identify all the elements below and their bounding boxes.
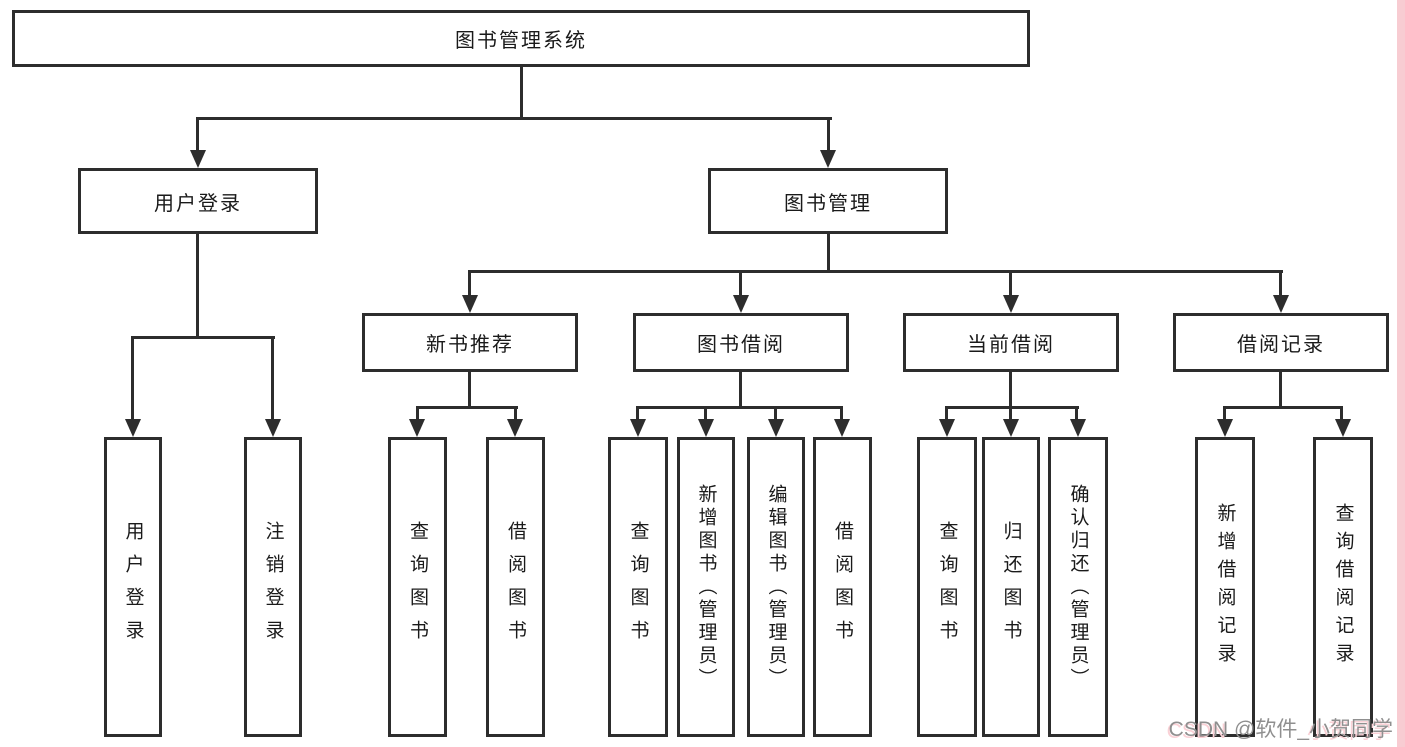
node-current-borrow-label: 当前借阅	[967, 334, 1055, 356]
watermark-name: 小贺同学	[1309, 718, 1393, 741]
leaf-current-confirm: 确认归还（管理员）	[1048, 437, 1108, 737]
arrowhead	[1217, 419, 1233, 437]
arrowhead	[939, 419, 955, 437]
node-user-login-label: 用户登录	[154, 192, 242, 215]
leaf-records-query: 查询借阅记录	[1313, 437, 1373, 737]
leaf-current-return: 归还图书	[982, 437, 1040, 737]
leaf-user-login: 用户登录	[104, 437, 162, 737]
arrowhead	[733, 295, 749, 313]
arrowhead	[1273, 295, 1289, 313]
connector-current-borrow-branch	[945, 406, 1079, 409]
connector-book-mgmt-branch	[468, 270, 1283, 273]
connector-shaft	[739, 270, 742, 298]
node-current-borrow: 当前借阅	[903, 313, 1119, 372]
watermark-prefix: CSDN	[1168, 718, 1234, 741]
node-book-management: 图书管理	[708, 168, 948, 234]
arrowhead	[1003, 419, 1019, 437]
leaf-borrow-add: 新增图书（管理员）	[677, 437, 735, 737]
node-book-borrow: 图书借阅	[633, 313, 849, 372]
leaf-borrow-query: 查询图书	[608, 437, 668, 737]
arrowhead	[125, 419, 141, 437]
leaf-current-query: 查询图书	[917, 437, 977, 737]
arrowhead	[698, 419, 714, 437]
node-new-book-label: 新书推荐	[426, 334, 514, 356]
connector-user-login-branch	[131, 336, 275, 339]
connector-shaft	[514, 406, 517, 422]
arrowhead	[462, 295, 478, 313]
leaf-logout-label: 注销登录	[262, 521, 284, 653]
arrowhead	[507, 419, 523, 437]
connector-borrow-records-branch	[1223, 406, 1343, 409]
arrowhead	[265, 419, 281, 437]
node-user-login: 用户登录	[78, 168, 318, 234]
connector-root-stem	[520, 66, 523, 120]
leaf-current-query-label: 查询图书	[936, 521, 958, 653]
connector-book-borrow-stem	[739, 371, 742, 409]
leaf-borrow-borrow-label: 借阅图书	[832, 521, 853, 653]
arrowhead	[1070, 419, 1086, 437]
arrowhead	[834, 419, 850, 437]
leaf-newbook-borrow: 借阅图书	[486, 437, 545, 737]
node-new-book: 新书推荐	[362, 313, 578, 372]
leaf-borrow-borrow: 借阅图书	[813, 437, 872, 737]
connector-shaft	[1075, 406, 1078, 422]
leaf-newbook-query-label: 查询图书	[407, 521, 428, 653]
connector-shaft	[1009, 406, 1012, 422]
connector-shaft	[416, 406, 419, 422]
arrowhead	[768, 419, 784, 437]
leaf-borrow-query-label: 查询图书	[627, 521, 649, 653]
connector-borrow-records-stem	[1279, 371, 1282, 409]
leaf-current-confirm-label: 确认归还（管理员）	[1067, 483, 1089, 691]
connector-shaft	[704, 406, 707, 422]
node-book-borrow-label: 图书借阅	[697, 334, 785, 356]
connector-shaft	[271, 336, 274, 421]
node-book-management-label: 图书管理	[784, 192, 872, 215]
node-root: 图书管理系统	[12, 10, 1030, 67]
csdn-watermark: CSDN @软件_小贺同学	[1169, 713, 1393, 743]
watermark-handle: @软件_	[1234, 718, 1309, 741]
connector-shaft	[468, 270, 471, 298]
connector-shaft	[945, 406, 948, 422]
leaf-newbook-borrow-label: 借阅图书	[505, 521, 526, 653]
connector-new-book-stem	[468, 371, 471, 409]
connector-shaft	[1009, 270, 1012, 298]
arrowhead	[630, 419, 646, 437]
connector-new-book-branch	[416, 406, 518, 409]
connector-shaft	[827, 117, 830, 153]
leaf-records-add: 新增借阅记录	[1195, 437, 1255, 737]
arrowhead	[409, 419, 425, 437]
connector-current-borrow-stem	[1009, 371, 1012, 409]
connector-shaft	[1340, 406, 1343, 422]
leaf-logout: 注销登录	[244, 437, 302, 737]
connector-shaft	[1223, 406, 1226, 422]
leaf-records-add-label: 新增借阅记录	[1214, 503, 1236, 671]
node-borrow-records: 借阅记录	[1173, 313, 1389, 372]
leaf-newbook-query: 查询图书	[388, 437, 447, 737]
connector-shaft	[1279, 270, 1282, 298]
leaf-records-query-label: 查询借阅记录	[1332, 503, 1354, 671]
connector-shaft	[840, 406, 843, 422]
node-root-label: 图书管理系统	[455, 30, 587, 52]
connector-root-branch	[196, 117, 832, 120]
leaf-user-login-label: 用户登录	[122, 521, 144, 653]
arrowhead	[1003, 295, 1019, 313]
connector-shaft	[774, 406, 777, 422]
leaf-borrow-add-label: 新增图书（管理员）	[695, 483, 717, 691]
arrowhead	[820, 150, 836, 168]
connector-shaft	[131, 336, 134, 421]
leaf-borrow-edit-label: 编辑图书（管理员）	[765, 483, 787, 691]
node-borrow-records-label: 借阅记录	[1237, 334, 1325, 356]
connector-shaft	[636, 406, 639, 422]
arrowhead	[190, 150, 206, 168]
connector-shaft	[196, 117, 199, 153]
arrowhead	[1335, 419, 1351, 437]
connector-user-login-stem	[196, 233, 199, 339]
connector-book-mgmt-stem	[827, 233, 830, 273]
leaf-borrow-edit: 编辑图书（管理员）	[747, 437, 805, 737]
pink-edge-strip	[1397, 0, 1405, 747]
connector-book-borrow-branch	[636, 406, 843, 409]
leaf-current-return-label: 归还图书	[1000, 521, 1022, 653]
